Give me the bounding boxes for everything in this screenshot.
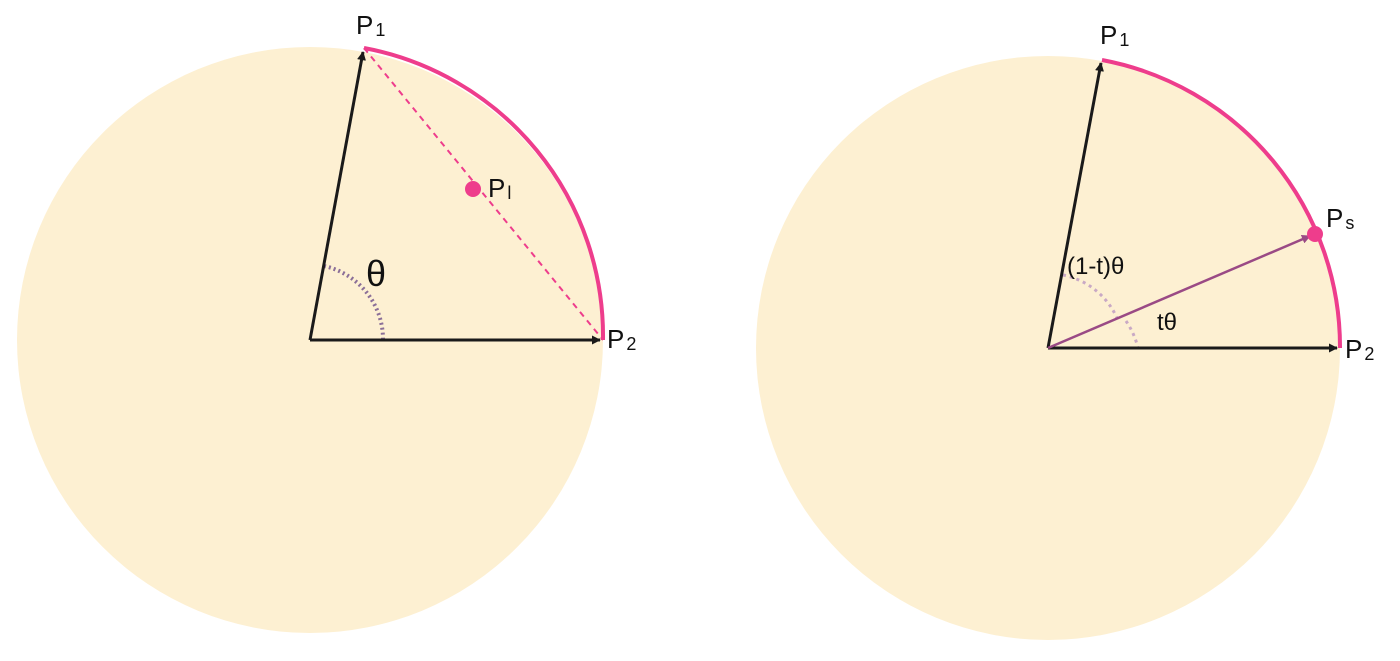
chord-p1-p2: [363, 47, 604, 341]
arc-p1-p2-right: [1101, 58, 1343, 349]
label-t-theta: tθ: [1157, 309, 1177, 336]
label-one-minus-t-theta: (1-t)θ: [1067, 253, 1124, 280]
theta-angle-marker: [323, 264, 386, 341]
point-pl: [465, 181, 481, 197]
vector-p1-left: [308, 51, 366, 341]
point-ps: [1307, 226, 1323, 242]
label-theta: θ: [366, 253, 386, 294]
vector-p1-right: [1046, 62, 1104, 349]
angle-marker-remaining: [1062, 273, 1121, 324]
arc-p1-p2-left: [363, 46, 606, 341]
vector-ps: [1047, 234, 1311, 350]
